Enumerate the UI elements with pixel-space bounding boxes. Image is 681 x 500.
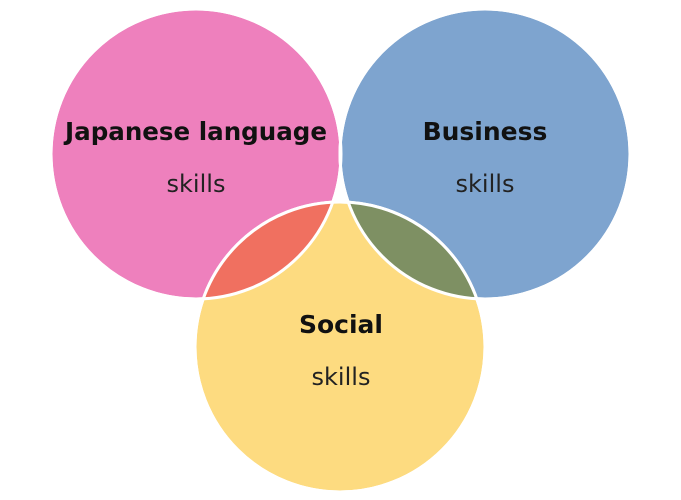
social-title: Social (299, 310, 383, 339)
business-title: Business (423, 117, 548, 146)
japanese-social-overlap (195, 202, 341, 299)
japanese-subtitle: skills (167, 170, 226, 198)
business-subtitle: skills (456, 170, 515, 198)
social-outline (193, 200, 487, 494)
business-social-overlap (340, 202, 485, 299)
business-outline (338, 7, 632, 301)
japanese-title: Japanese language (63, 117, 327, 146)
social-subtitle: skills (312, 363, 371, 391)
